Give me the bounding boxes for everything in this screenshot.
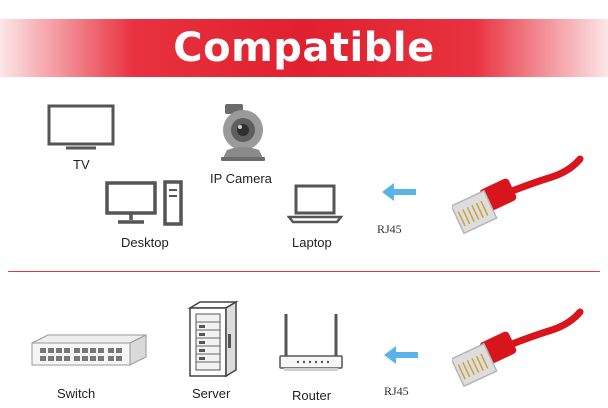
section-divider — [8, 271, 600, 272]
wifi-router-icon — [279, 314, 343, 371]
switch-label: Switch — [57, 386, 96, 401]
server-label: Server — [192, 386, 231, 401]
tv-label: TV — [73, 157, 90, 172]
banner-title: Compatible — [173, 25, 435, 71]
network-switch-icon — [31, 334, 147, 366]
laptop-label: Laptop — [292, 235, 332, 250]
compatible-banner: Compatible — [0, 19, 608, 77]
ip-camera-label: IP Camera — [210, 171, 272, 186]
left-arrow-icon — [384, 346, 418, 364]
rj45-label-bottom: RJ45 — [384, 384, 409, 398]
server-rack-icon — [187, 300, 239, 378]
rj45-cable-icon — [452, 308, 584, 388]
left-arrow-icon — [382, 183, 416, 201]
rj45-cable-icon — [452, 155, 584, 235]
tv-icon — [47, 104, 115, 150]
ip-camera-icon — [221, 104, 265, 161]
rj45-label-top: RJ45 — [377, 222, 402, 236]
desktop-label: Desktop — [121, 235, 169, 250]
laptop-icon — [287, 184, 343, 224]
desktop-computer-icon — [105, 180, 183, 226]
router-label: Router — [292, 388, 332, 403]
